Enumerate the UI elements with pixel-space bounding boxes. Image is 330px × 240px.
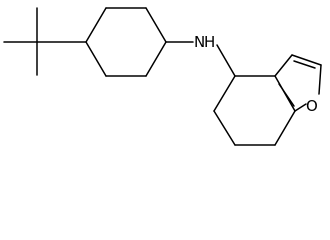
furan-ring: [274, 54, 322, 112]
bond: [294, 103, 307, 112]
bond: [318, 64, 322, 95]
tert-butyl-group: [3, 7, 87, 76]
cyclohexane-ring: [85, 7, 167, 77]
chemical-structure: N H O: [3, 7, 322, 146]
bond: [213, 110, 236, 146]
bond: [291, 54, 322, 66]
bond: [274, 54, 293, 77]
bond: [213, 75, 236, 112]
tetrahydro-ring: [213, 75, 296, 146]
bond: [278, 83, 295, 107]
nitrogen-label: N: [194, 33, 205, 51]
hydrogen-label: H: [204, 33, 215, 51]
bond: [145, 7, 167, 43]
bond: [85, 41, 107, 77]
bond: [216, 44, 236, 77]
bond: [85, 7, 107, 43]
bond: [145, 41, 167, 77]
bond: [293, 60, 316, 69]
oxygen-label: O: [306, 97, 318, 115]
bond: [274, 110, 296, 146]
